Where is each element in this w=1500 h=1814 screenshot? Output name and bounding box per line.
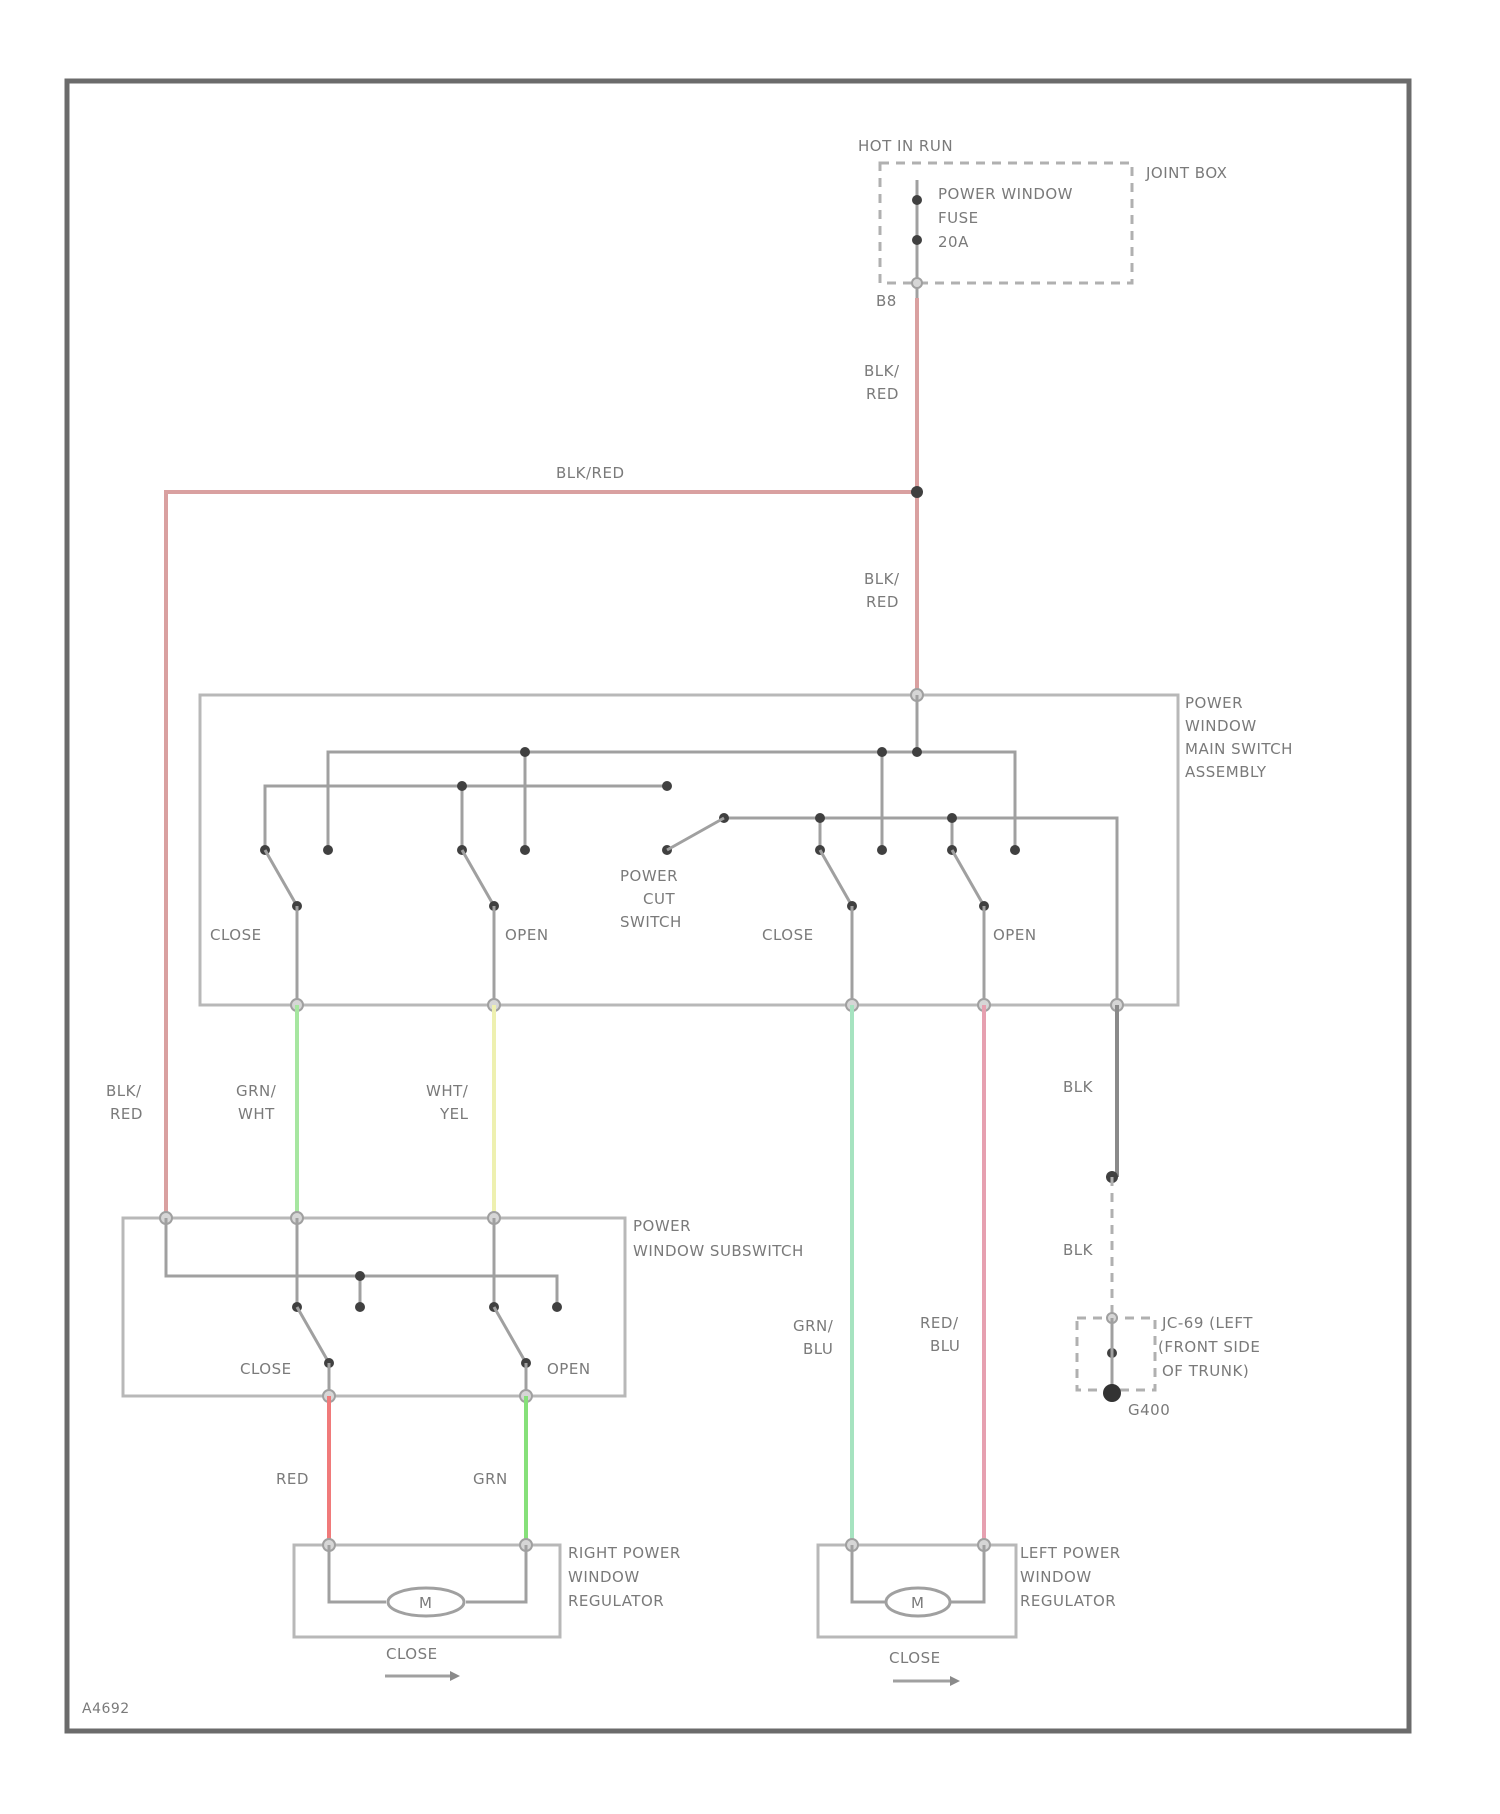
fuse-label-1: POWER WINDOW [938,185,1073,203]
right-reg-label-1: RIGHT POWER [568,1544,681,1562]
wire-label-grn-blu-1: GRN/ [793,1317,834,1335]
wire-label-blk-red-top: BLK/RED [556,464,625,482]
right-reg-label-3: REGULATOR [568,1592,664,1610]
ground-point [1103,1384,1121,1402]
sub-close-switch [292,1218,365,1396]
wire-label-grn: GRN [473,1470,508,1488]
wire-label-left-1: BLK/ [106,1082,142,1100]
fuse-label-3: 20A [938,233,969,251]
left-reg-label-1: LEFT POWER [1020,1544,1121,1562]
main-switch-assembly [200,695,1178,1005]
fuse-label-2: FUSE [938,209,979,227]
main-open-switch-left [457,845,530,1005]
joint-box-label: JOINT BOX [1145,164,1227,182]
ground-label-3: OF TRUNK) [1162,1362,1249,1380]
sub-close-label: CLOSE [240,1360,292,1378]
wire-label-blk-1: BLK [1063,1078,1094,1096]
left-close-label: CLOSE [889,1649,941,1667]
wire-label-blk-2: BLK [1063,1241,1094,1259]
power-cut-switch [662,818,724,855]
power-cut-label-1: POWER [620,867,678,885]
wire-label-red-blu-1: RED/ [920,1314,959,1332]
hot-in-run-label: HOT IN RUN [858,137,953,155]
wire-label-wht-yel-1: WHT/ [426,1082,469,1100]
main-close-label-2: CLOSE [762,926,814,944]
wire-label-red: RED [276,1470,309,1488]
main-switch-label-2: WINDOW [1185,717,1257,735]
wire-blk-red-top [166,492,917,1218]
wire-label-wht-yel-2: YEL [439,1105,469,1123]
right-reg-label-2: WINDOW [568,1568,640,1586]
sub-switch-label-2: WINDOW SUBSWITCH [633,1242,804,1260]
fuse-terminal-bottom [912,235,922,245]
ground-label-1: JC-69 (LEFT [1161,1314,1253,1332]
ground-id-label: G400 [1128,1401,1170,1419]
splice-dot [911,486,923,498]
wire-label-blk-red-a1: BLK/ [864,362,900,380]
main-switch-label-4: ASSEMBLY [1185,763,1267,781]
terminal-b8-label: B8 [876,292,897,310]
ground-label-2: (FRONT SIDE [1158,1338,1260,1356]
sub-open-label: OPEN [547,1360,591,1378]
left-reg-label-3: REGULATOR [1020,1592,1116,1610]
main-close-switch-right [815,845,887,1005]
main-close-label-1: CLOSE [210,926,262,944]
left-reg-label-2: WINDOW [1020,1568,1092,1586]
wire-label-blk-red-b2: RED [866,593,899,611]
wire-label-red-blu-2: BLU [930,1337,960,1355]
right-close-label: CLOSE [386,1645,438,1663]
fuse-terminal-top [912,195,922,205]
main-open-switch-right [947,845,1020,1005]
figure-id: A4692 [82,1701,130,1717]
sub-switch-label-1: POWER [633,1217,691,1235]
wire-label-grn-blu-2: BLU [803,1340,833,1358]
wire-label-grn-wht-2: WHT [238,1105,275,1123]
wire-label-left-2: RED [110,1105,143,1123]
main-open-label-2: OPEN [993,926,1037,944]
left-motor-label: M [911,1594,924,1612]
main-close-switch-left [260,845,333,1005]
right-close-arrow [385,1671,460,1681]
main-switch-label-1: POWER [1185,694,1243,712]
main-open-label-1: OPEN [505,926,549,944]
wire-label-blk-red-b1: BLK/ [864,570,900,588]
wire-label-blk-red-a2: RED [866,385,899,403]
wire-label-grn-wht-1: GRN/ [236,1082,277,1100]
power-cut-label-3: SWITCH [620,913,682,931]
left-close-arrow [893,1676,960,1686]
power-cut-label-2: CUT [643,890,675,908]
right-motor-label: M [419,1594,432,1612]
main-switch-label-3: MAIN SWITCH [1185,740,1293,758]
diagram-border [67,81,1409,1731]
